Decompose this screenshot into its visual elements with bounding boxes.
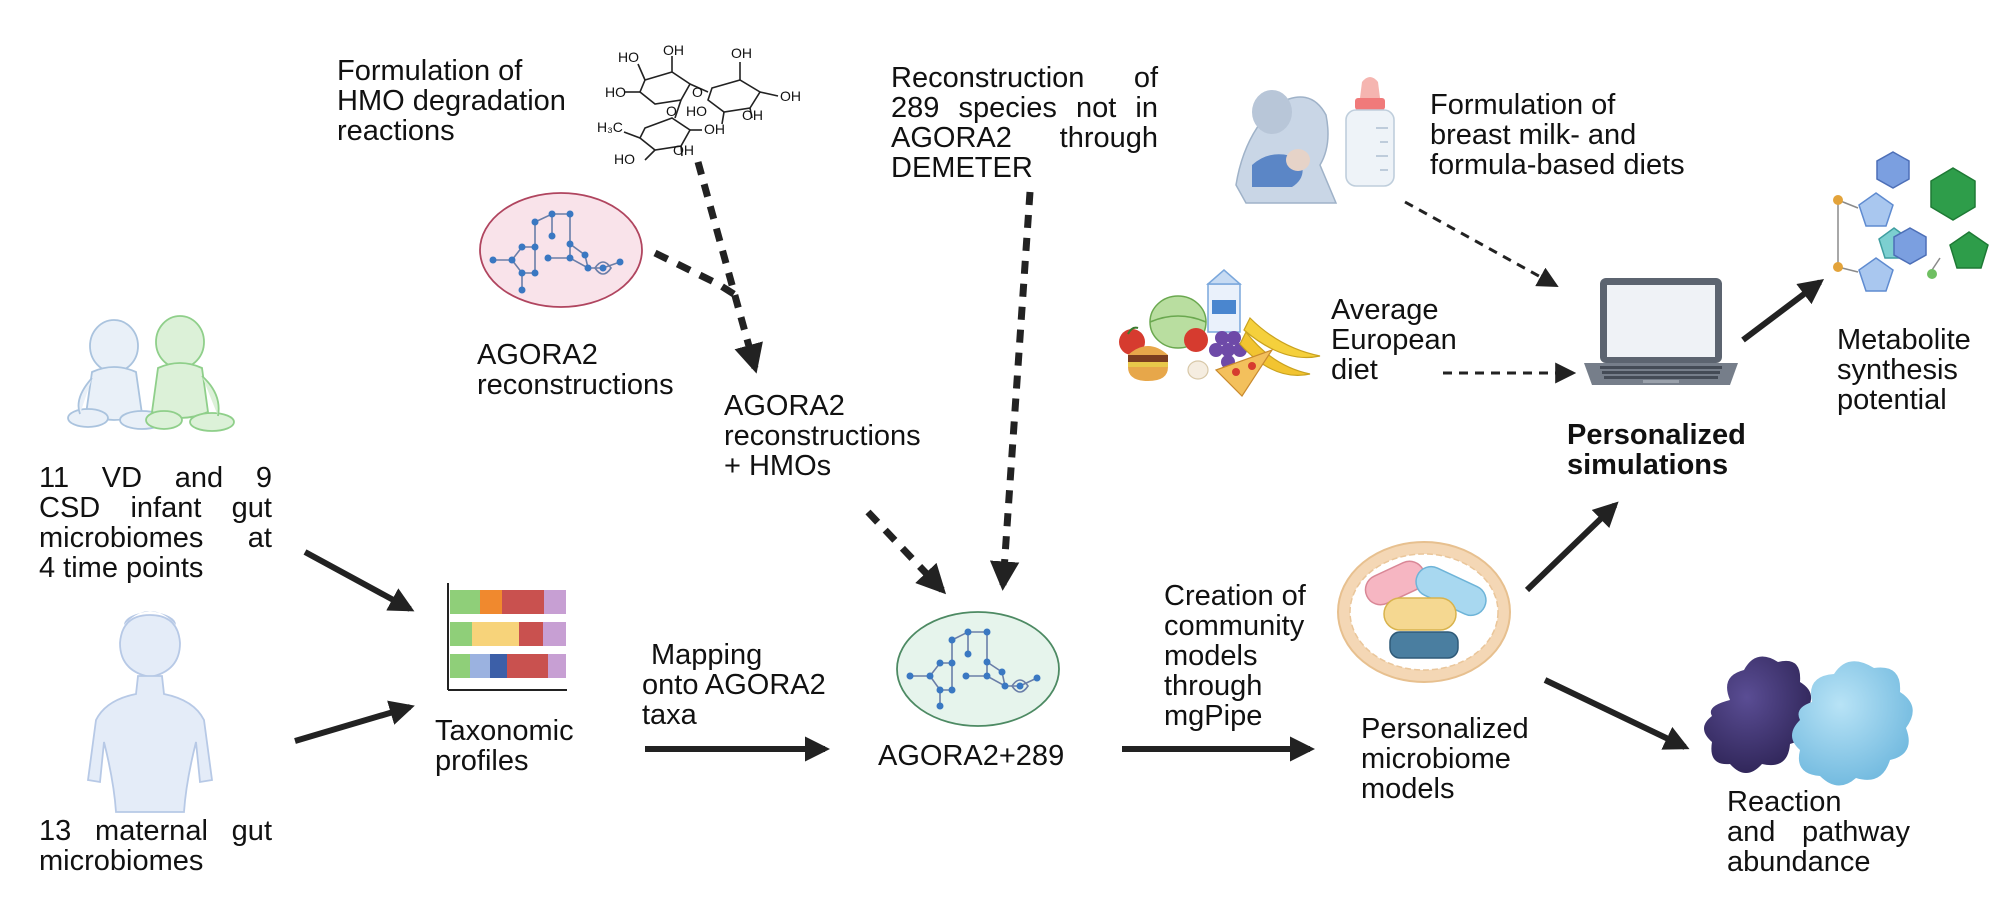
label-community-models: Creation of community models through mgP… <box>1164 580 1306 732</box>
label-agora2-hmos: AGORA2 reconstructions + HMOs <box>724 390 921 482</box>
label-personalized-simulations: Personalized simulations <box>1567 419 1746 481</box>
chem-group: H₃C <box>597 119 623 135</box>
tax-segment <box>548 654 566 678</box>
chem-group: O <box>666 103 677 119</box>
tax-segment <box>507 654 548 678</box>
arrow-recon-dashed <box>653 249 742 301</box>
taxonomic-profile-chart <box>447 583 567 691</box>
label-mapping: Mapping onto AGORA2 taxa <box>642 639 826 731</box>
arrows <box>294 161 1825 762</box>
metabolite-cluster-icon <box>1833 151 1989 292</box>
agora2-289-network <box>896 611 1060 727</box>
label-taxonomic-profiles: Taxonomic profiles <box>435 715 574 777</box>
chem-group: OH <box>742 107 763 123</box>
tax-segment <box>472 622 519 646</box>
label-personalized-microbiome-models: Personalized microbiome models <box>1361 713 1529 805</box>
baby-bottle-icon <box>1345 77 1395 187</box>
tax-segment <box>470 654 490 678</box>
chem-group: OH <box>780 88 801 104</box>
maternal-illustration <box>86 611 214 813</box>
hmo-structure-icon: HO OH HO O OH HO OH OH H₃C O OH HO OH <box>597 42 801 167</box>
microbiome-community-icon <box>1337 541 1511 683</box>
label-agora2-reconstructions: AGORA2 reconstructions <box>477 339 674 401</box>
label-hmo-formulation: Formulation of HMO degradation reactions <box>337 55 566 147</box>
label-demeter-reconstruction: Reconstruction of 289 species not in AGO… <box>891 62 1158 184</box>
label-infant-microbiomes: 11 VD and 9 CSD infant gut microbiomes a… <box>39 462 272 584</box>
label-maternal-microbiomes: 13 maternal gut microbiomes <box>39 815 272 877</box>
chem-group: OH <box>663 42 684 58</box>
chem-group: O <box>692 84 703 100</box>
chem-group: OH <box>673 142 694 158</box>
chem-group: HO <box>605 84 626 100</box>
arrow-diet-formulation-dashed <box>1404 200 1559 288</box>
arrow-to-simulations <box>1524 501 1619 593</box>
chem-group: HO <box>686 103 707 119</box>
tax-segment <box>450 654 470 678</box>
tax-segment <box>490 654 507 678</box>
laptop-icon <box>1584 278 1738 385</box>
food-illustration <box>1119 269 1321 397</box>
arrow-to-reaction-abundance <box>1543 677 1690 750</box>
label-european-diet: Average European diet <box>1331 294 1457 386</box>
tax-segment <box>450 622 472 646</box>
infants-illustration <box>67 315 235 432</box>
arrow-to-metabolite <box>1741 278 1825 343</box>
chem-group: HO <box>614 151 635 167</box>
chem-group: OH <box>731 45 752 61</box>
protein-structures-icon <box>1704 656 1913 786</box>
tax-segment <box>502 590 544 614</box>
arrow-hmo-dashed <box>694 161 763 374</box>
arrow-hmo-combined-dashed <box>865 509 947 595</box>
tax-segment <box>544 590 566 614</box>
tax-segment <box>519 622 543 646</box>
tax-segment <box>450 590 480 614</box>
chem-group: OH <box>704 121 725 137</box>
arrow-infant-to-taxonomic <box>303 549 415 612</box>
breastfeeding-illustration <box>1235 90 1338 204</box>
label-diet-formulation: Formulation of breast milk- and formula-… <box>1430 89 1685 181</box>
arrow-demeter-dashed <box>989 191 1034 591</box>
label-agora2-289: AGORA2+289 <box>878 740 1065 772</box>
tax-segment <box>543 622 566 646</box>
label-reaction-pathway-abundance: Reaction and pathway abundance <box>1727 786 1910 878</box>
arrow-maternal-to-taxonomic <box>294 700 415 744</box>
tax-segment <box>480 590 502 614</box>
chem-group: HO <box>618 49 639 65</box>
label-metabolite-synthesis: Metabolite synthesis potential <box>1837 324 1971 416</box>
agora2-reconstructions-network <box>479 192 643 308</box>
